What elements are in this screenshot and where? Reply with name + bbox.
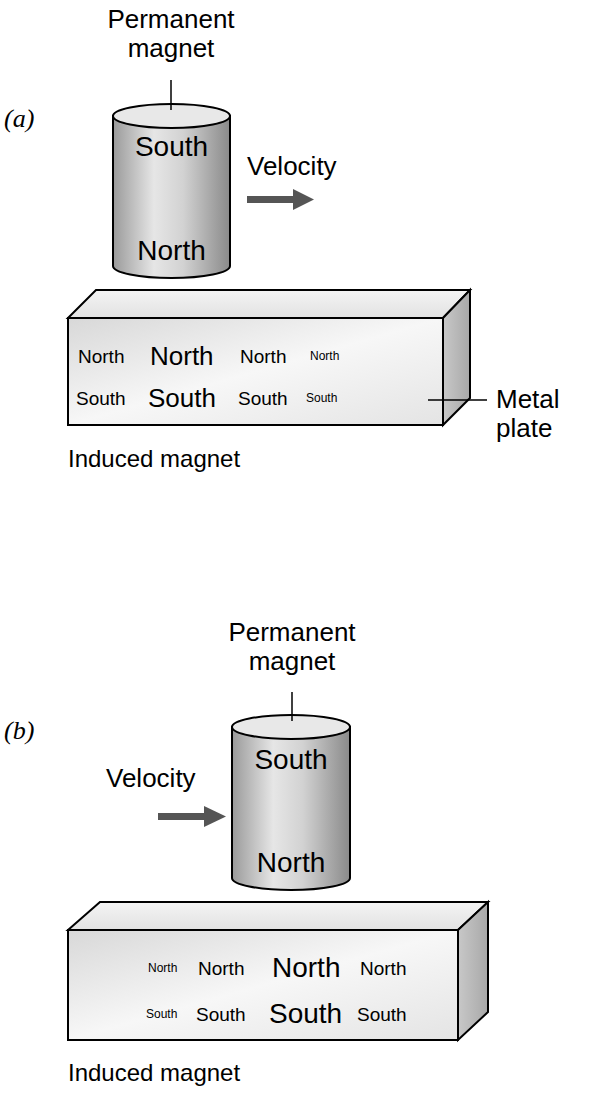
plate-top	[68, 902, 488, 930]
panel-letter: (b)	[4, 716, 34, 745]
plate-front	[68, 318, 443, 425]
leader-line	[291, 692, 293, 721]
pole-label: North	[272, 954, 340, 982]
magnet-cylinder	[232, 727, 350, 890]
plate-top	[68, 290, 470, 318]
caption-label: Induced magnet	[68, 446, 240, 473]
velocity-arrow	[247, 196, 295, 203]
metal-plate: North North North NorthSouth South South South	[68, 930, 458, 1040]
permanent-magnet: SouthNorth	[113, 104, 230, 280]
callout-label: Permanent magnet	[96, 5, 246, 63]
plate-side	[458, 902, 488, 1040]
pole-label: South	[238, 389, 288, 408]
pole-label: North	[360, 959, 406, 978]
pole-label: North	[310, 350, 339, 362]
pole-label: South	[146, 1008, 177, 1020]
pole-label: South	[148, 385, 216, 411]
pole-label: South	[306, 392, 337, 404]
metal-plate: North North North NorthSouth South South South	[68, 318, 443, 425]
plate-side	[443, 290, 470, 425]
pole-label: North	[150, 343, 214, 369]
velocity-label: Velocity	[106, 764, 196, 793]
velocity-arrowhead	[293, 189, 314, 210]
pole-label: North	[257, 849, 325, 877]
pole-label: North	[240, 347, 286, 366]
leader-line	[170, 80, 172, 110]
callout-label: Metal plate	[496, 385, 592, 443]
callout-label: Permanent magnet	[217, 618, 367, 676]
panel-letter: (a)	[4, 104, 34, 133]
pole-label: North	[198, 959, 244, 978]
plate-front	[68, 930, 458, 1040]
velocity-arrowhead	[204, 806, 226, 827]
pole-label: South	[254, 746, 327, 774]
leader-line	[428, 399, 487, 401]
pole-label: North	[137, 237, 205, 265]
magnet-top	[232, 715, 350, 739]
velocity-label: Velocity	[247, 152, 337, 181]
magnet-cylinder	[113, 116, 230, 278]
pole-label: South	[196, 1005, 246, 1024]
permanent-magnet: SouthNorth	[232, 715, 350, 892]
pole-label: North	[78, 347, 124, 366]
pole-label: South	[135, 133, 208, 161]
pole-label: South	[269, 1000, 342, 1028]
caption-label: Induced magnet	[68, 1060, 240, 1087]
velocity-arrow	[158, 813, 206, 820]
pole-label: South	[357, 1005, 407, 1024]
pole-label: South	[76, 389, 126, 408]
pole-label: North	[148, 962, 177, 974]
